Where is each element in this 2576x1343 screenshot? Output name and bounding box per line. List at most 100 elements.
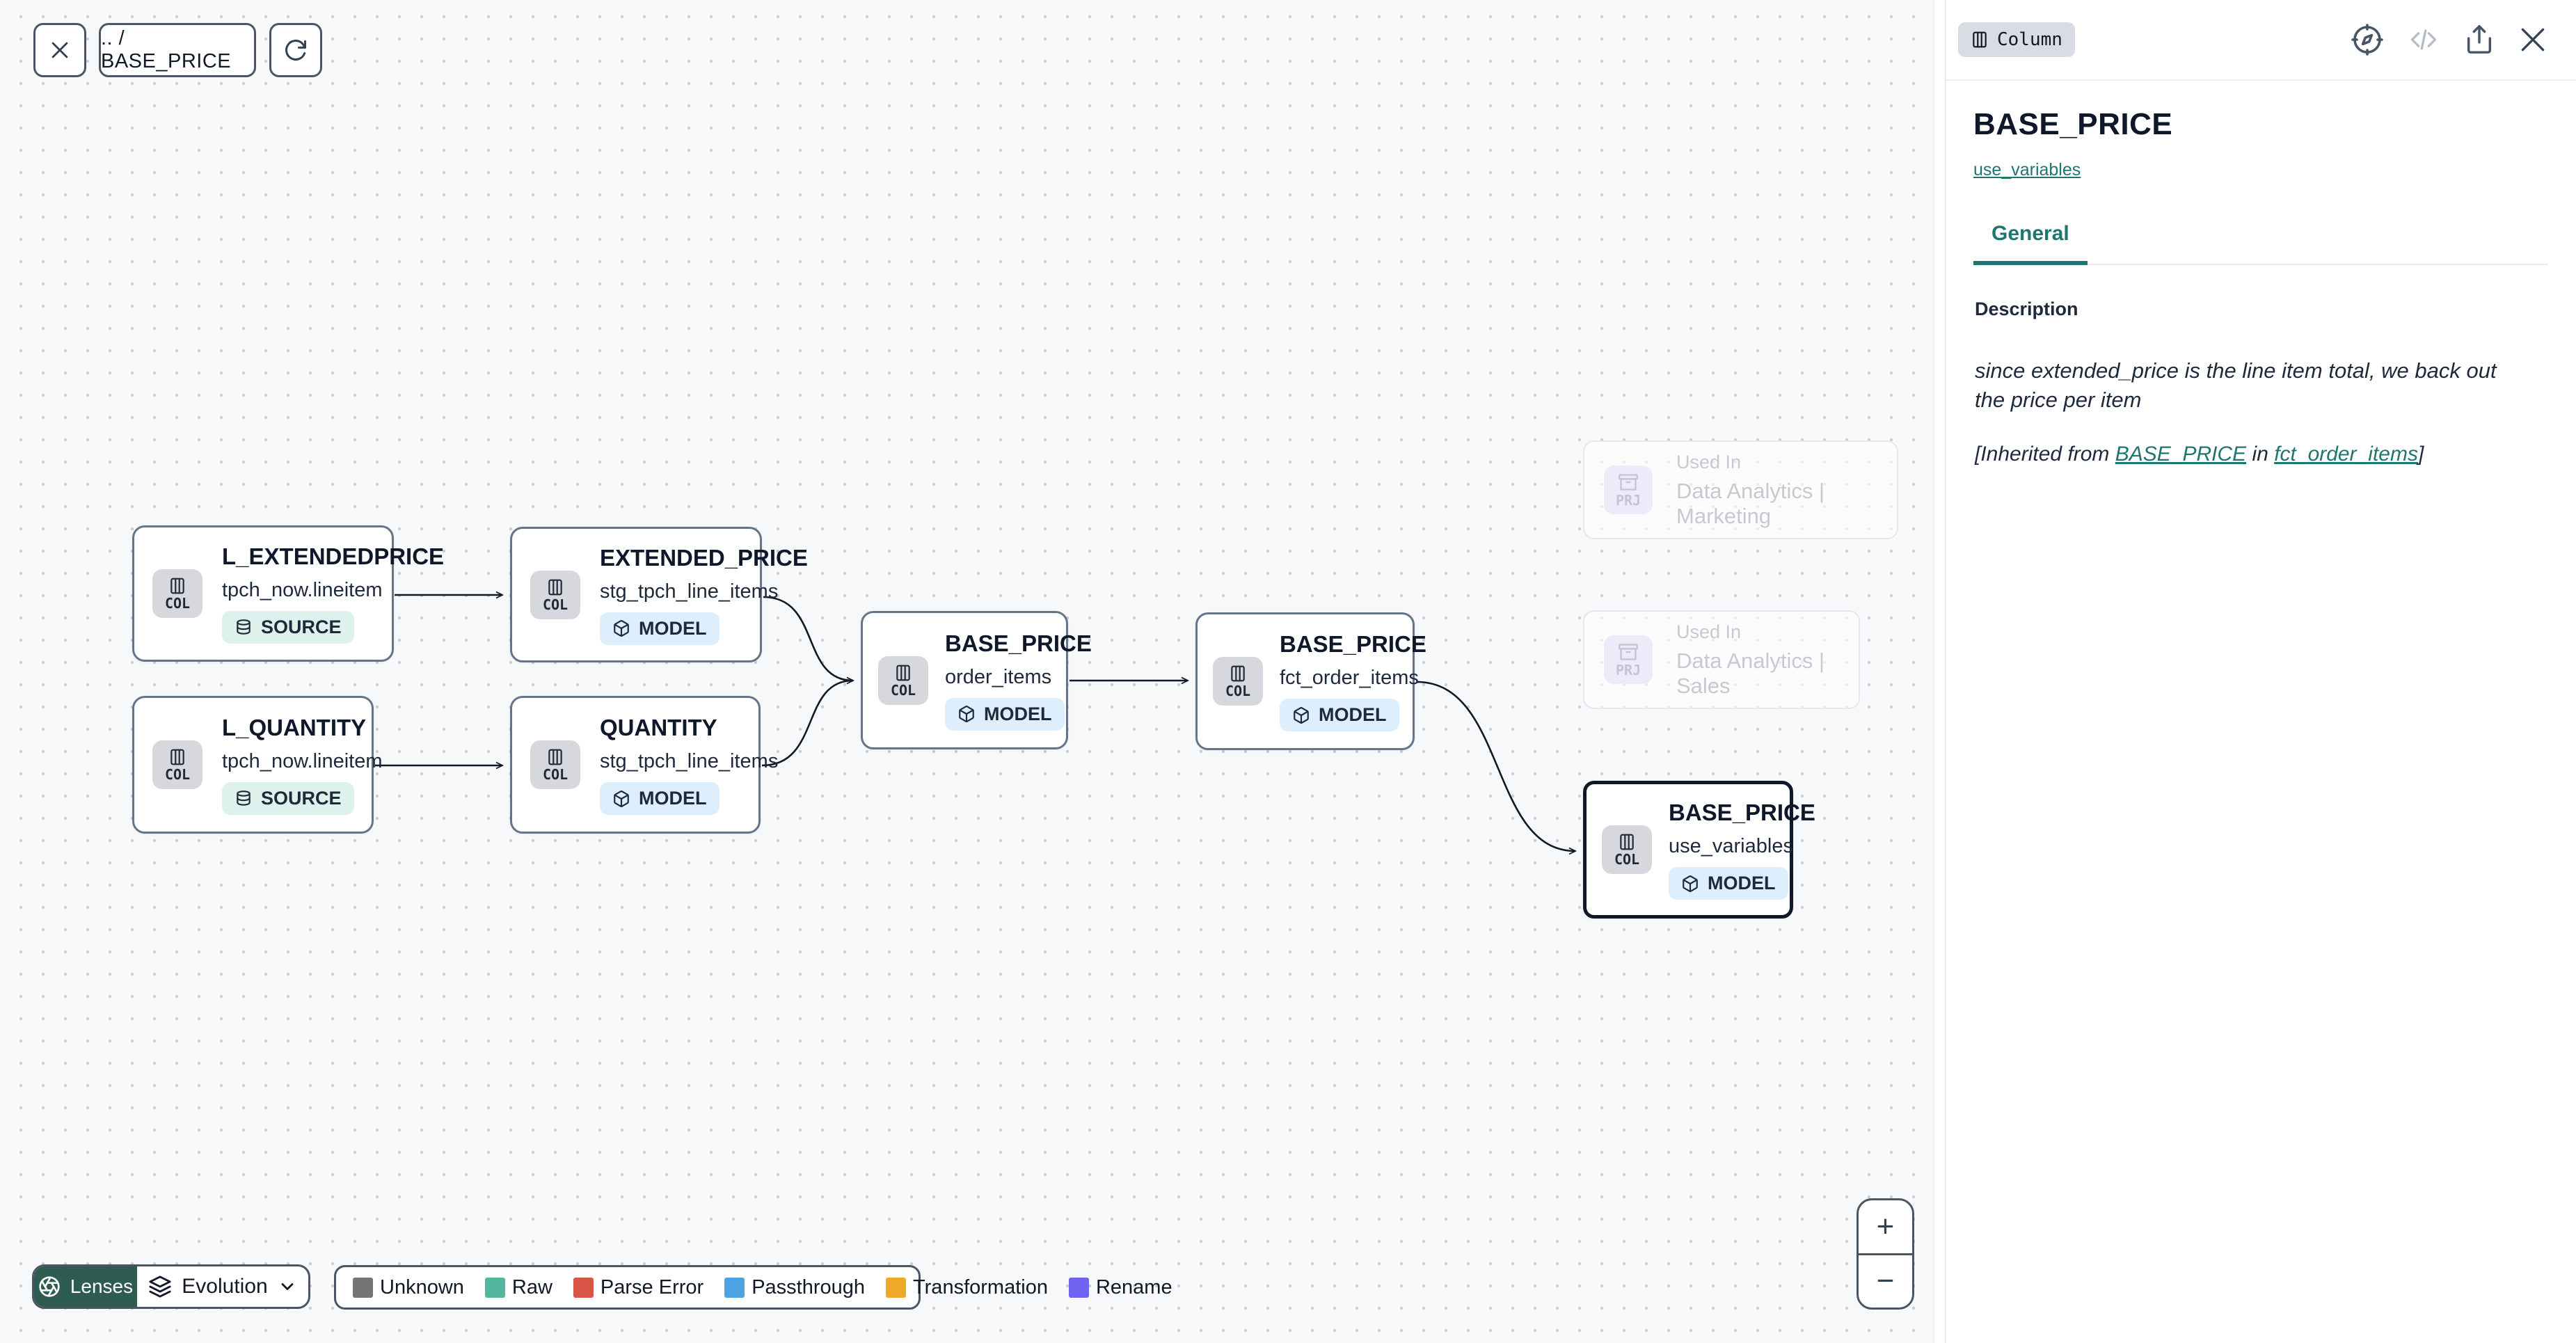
node-subtitle: use_variables — [1669, 835, 1793, 857]
model-badge: MODEL — [1280, 699, 1399, 731]
column-icon: COL — [1213, 657, 1263, 706]
close-panel-button[interactable] — [2518, 24, 2548, 55]
column-icon — [1973, 31, 1987, 48]
node-title: BASE_PRICE — [945, 630, 1092, 656]
node-subtitle: stg_tpch_line_items — [600, 580, 779, 603]
description-section: Description since extended_price is the … — [1973, 265, 2548, 466]
entity-type-badge: Column — [1958, 22, 2075, 57]
breadcrumb[interactable]: .. / BASE_PRICE — [99, 23, 256, 77]
share-icon — [2467, 25, 2492, 54]
zoom-out-button[interactable]: − — [1876, 1264, 1895, 1298]
node-subtitle: fct_order_items — [1280, 667, 1419, 689]
lineage-node-l-quantity[interactable]: RAW COL L_QUANTITY tpch_now.lineitem SOU… — [132, 673, 383, 834]
node-title: L_QUANTITY — [222, 715, 367, 740]
model-link[interactable]: use_variables — [1973, 160, 2081, 180]
view-code-button[interactable] — [2406, 24, 2441, 55]
chevron-down-icon — [281, 1283, 294, 1290]
legend-swatch — [484, 1277, 505, 1298]
used-in-label: Used In — [1676, 621, 1742, 642]
lineage-node-l-extendedprice[interactable]: RAW COL L_EXTENDEDPRICE tpch_now.lineite… — [132, 502, 445, 662]
node-title: L_EXTENDEDPRICE — [222, 543, 445, 569]
legend-item-passthrough: Passthrough — [724, 1276, 865, 1299]
explore-button[interactable] — [2351, 23, 2384, 56]
lenses-button[interactable]: Lenses — [34, 1266, 137, 1307]
node-subtitle: tpch_now.lineitem — [222, 750, 383, 772]
column-icon: COL — [878, 655, 928, 705]
legend-swatch — [1068, 1277, 1089, 1298]
node-subtitle: stg_tpch_line_items — [600, 750, 779, 772]
panel-tabs: General — [1973, 222, 2548, 265]
description-heading: Description — [1975, 299, 2078, 319]
column-icon: COL — [152, 740, 202, 789]
model-badge: MODEL — [945, 697, 1065, 731]
lineage-node-base-price-fct-order-items[interactable]: PASSTHROUGH COL BASE_PRICE fct_order_ite… — [1195, 589, 1426, 750]
project-icon: PRJ — [1604, 466, 1653, 514]
legend-swatch — [573, 1277, 594, 1298]
used-in-name: Data Analytics | Marketing — [1676, 478, 1825, 528]
used-in-label: Used In — [1676, 451, 1742, 472]
zoom-controls: + − — [1857, 1198, 1914, 1310]
node-subtitle: tpch_now.lineitem — [222, 579, 383, 601]
lenses-control: Lenses Evolution — [32, 1264, 310, 1309]
legend-swatch — [886, 1277, 907, 1298]
panel-header: Column — [1946, 0, 2576, 81]
description-body: since extended_price is the line item to… — [1975, 358, 2497, 412]
canvas-scrollbar[interactable] — [1934, 0, 1945, 1343]
model-badge: MODEL — [600, 612, 719, 645]
lineage-node-extended-price[interactable]: RENAME COL EXTENDED_PRICE stg_tpch_line_… — [510, 504, 808, 662]
used-in-node[interactable]: PRJ Used In Data Analytics | Marketing — [1583, 440, 1898, 539]
column-icon: COL — [530, 740, 580, 789]
share-button[interactable] — [2463, 24, 2495, 56]
tab-general[interactable]: General — [1973, 222, 2088, 265]
code-icon — [2410, 29, 2437, 50]
legend-swatch — [724, 1277, 745, 1298]
node-title: BASE_PRICE — [1280, 631, 1426, 657]
database-icon — [237, 619, 251, 635]
column-icon: COL — [530, 570, 580, 619]
node-title: QUANTITY — [600, 715, 717, 740]
compass-icon — [2351, 24, 2383, 56]
source-badge: SOURCE — [222, 611, 354, 644]
model-badge: MODEL — [1669, 867, 1788, 900]
lens-selector[interactable]: Evolution — [137, 1266, 308, 1307]
zoom-in-button[interactable]: + — [1859, 1200, 1912, 1255]
legend-item-unknown: Unknown — [353, 1276, 464, 1299]
lineage-node-base-price-order-items[interactable]: TRANSFORMATION COL BASE_PRICE order_item… — [845, 588, 1092, 749]
layers-icon — [149, 1276, 171, 1298]
description-inherited: [Inherited from BASE_PRICE in fct_order_… — [1975, 442, 2424, 466]
lineage-legend: Unknown Raw Parse Error Passthrough Tran… — [334, 1265, 1172, 1310]
close-lineage-button[interactable] — [33, 23, 86, 77]
node-title: EXTENDED_PRICE — [600, 544, 808, 571]
column-icon: COL — [1602, 825, 1652, 874]
inherited-column-link[interactable]: BASE_PRICE — [2115, 442, 2247, 466]
cube-icon — [614, 790, 629, 807]
close-icon — [51, 42, 68, 58]
breadcrumb-label: .. / BASE_PRICE — [101, 27, 232, 72]
cube-icon — [1683, 875, 1698, 892]
inherited-model-link[interactable]: fct_order_items — [2274, 442, 2418, 466]
lineage-canvas[interactable]: .. / BASE_PRICE PRJ Used In Data Analyti… — [0, 0, 1934, 1343]
lineage-node-base-price-use-variables[interactable]: PASSTHROUGH COL BASE_PRICE use_variables… — [1583, 759, 1815, 919]
refresh-button[interactable] — [269, 23, 322, 77]
used-in-node[interactable]: PRJ Used In Data Analytics | Sales — [1583, 610, 1860, 709]
used-in-name: Data Analytics | Sales — [1676, 648, 1825, 698]
aperture-icon — [39, 1276, 60, 1297]
legend-item-raw: Raw — [484, 1276, 552, 1299]
legend-item-parse-error: Parse Error — [573, 1276, 703, 1299]
model-badge: MODEL — [600, 782, 719, 815]
refresh-icon — [285, 40, 306, 61]
source-badge: SOURCE — [222, 782, 354, 815]
cube-icon — [959, 706, 974, 722]
lineage-node-quantity[interactable]: RENAME COL QUANTITY stg_tpch_line_items … — [510, 673, 779, 834]
legend-item-transformation: Transformation — [886, 1276, 1048, 1299]
column-icon: COL — [152, 569, 202, 618]
details-panel: Column BASE_PRICE use_variables General … — [1945, 0, 2576, 1343]
legend-item-rename: Rename — [1068, 1276, 1172, 1299]
cube-icon — [614, 620, 629, 637]
node-title: BASE_PRICE — [1669, 800, 1815, 825]
close-icon — [2521, 28, 2545, 51]
cube-icon — [1294, 706, 1309, 724]
panel-title: BASE_PRICE — [1973, 107, 2173, 141]
node-subtitle: order_items — [945, 665, 1052, 688]
database-icon — [237, 790, 251, 806]
